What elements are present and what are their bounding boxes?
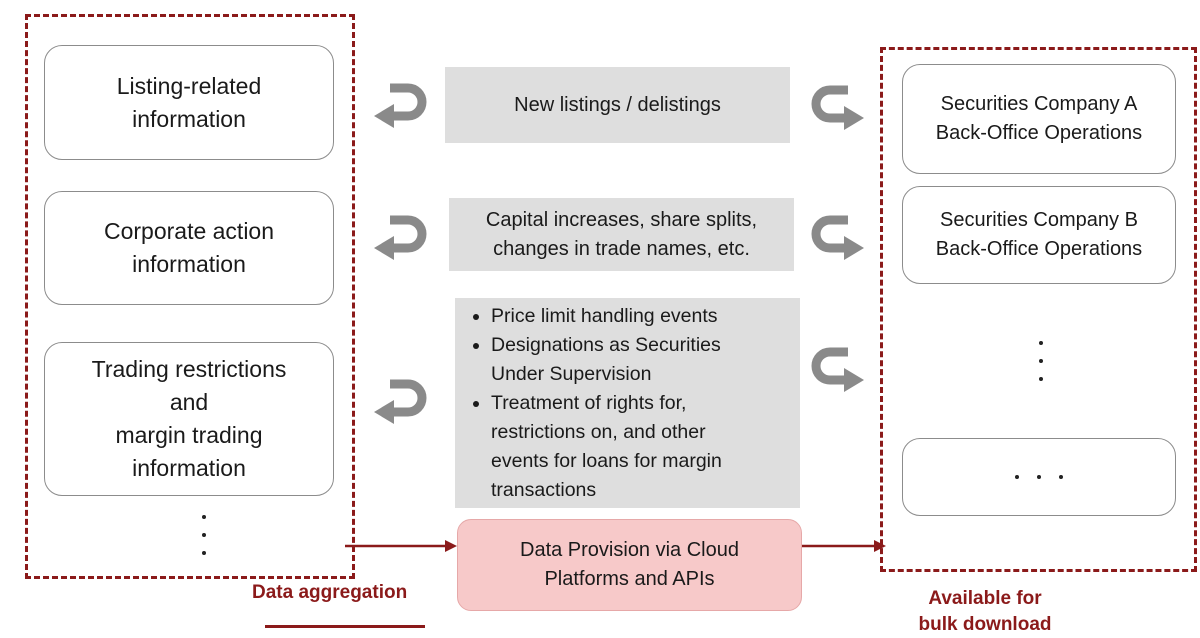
box-line: Corporate action — [103, 218, 275, 244]
box-line: information — [132, 105, 246, 132]
box-line: Back-Office Operations — [935, 122, 1143, 144]
u-turn-left-arrow-icon — [374, 83, 427, 128]
box-line: margin trading — [115, 422, 263, 448]
data-aggregation-caption: Data aggregation — [252, 582, 408, 603]
bullet-item: Price limit handling events — [491, 302, 790, 331]
more-companies-dots — [1006, 475, 1072, 479]
u-turn-right-arrow-icon — [811, 215, 864, 260]
aggregation-to-provision-arrow — [345, 540, 457, 552]
event-line: changes in trade names, etc. — [493, 237, 750, 260]
right-continuation-dots — [1036, 334, 1046, 388]
box-line: and — [169, 389, 209, 415]
caption-underline — [265, 625, 425, 628]
restrictions-event-box: Price limit handling events Designations… — [455, 298, 800, 508]
more-companies-box — [902, 438, 1176, 516]
u-turn-right-arrow-icon — [811, 85, 864, 130]
bulk-download-frame — [880, 47, 1197, 572]
left-continuation-dots — [199, 508, 209, 562]
caption-line: bulk download — [918, 614, 1052, 635]
box-line: Back-Office Operations — [935, 238, 1143, 260]
data-aggregation-frame — [25, 14, 355, 579]
corporate-action-box: Corporate action information — [44, 191, 334, 305]
provision-line: Platforms and APIs — [544, 568, 715, 590]
box-line: Listing-related — [116, 72, 262, 99]
provision-line: Data Provision via Cloud — [520, 539, 739, 561]
bullet-line: Treatment of rights for, — [491, 392, 687, 414]
listing-info-box: Listing-related information — [44, 45, 334, 160]
event-line: Capital increases, share splits, — [485, 208, 758, 231]
securities-company-a-box: Securities Company A Back-Office Operati… — [902, 64, 1176, 174]
bullet-line: Under Supervision — [491, 363, 652, 385]
listings-event-box: New listings / delistings — [445, 67, 790, 143]
box-line: Trading restrictions — [91, 356, 287, 382]
trading-restrictions-box: Trading restrictions and margin trading … — [44, 342, 334, 496]
bullet-item: Treatment of rights for, restrictions on… — [491, 389, 790, 505]
data-provision-box: Data Provision via Cloud Platforms and A… — [457, 519, 802, 611]
bullet-line: transactions — [491, 479, 597, 501]
u-turn-left-arrow-icon — [374, 379, 427, 424]
u-turn-left-arrow-icon — [374, 215, 427, 260]
u-turn-right-arrow-icon — [811, 347, 864, 392]
bullet-line: restrictions on, and other — [491, 421, 706, 443]
bullet-line: Price limit handling events — [491, 305, 718, 327]
bullet-line: Designations as Securities — [491, 334, 721, 356]
box-line: information — [132, 251, 246, 277]
box-line: Securities Company B — [940, 209, 1138, 231]
securities-company-b-box: Securities Company B Back-Office Operati… — [902, 186, 1176, 284]
bulk-download-caption: Available for bulk download — [895, 586, 1075, 638]
provision-to-download-arrow — [802, 540, 886, 552]
caption-line: Available for — [928, 588, 1042, 609]
bullet-line: events for loans for margin — [491, 450, 722, 472]
box-line: information — [132, 455, 246, 481]
bullet-item: Designations as Securities Under Supervi… — [491, 331, 790, 389]
corporate-actions-event-box: Capital increases, share splits, changes… — [449, 198, 794, 271]
box-line: Securities Company A — [940, 93, 1138, 115]
listings-label: New listings / delistings — [514, 93, 721, 116]
